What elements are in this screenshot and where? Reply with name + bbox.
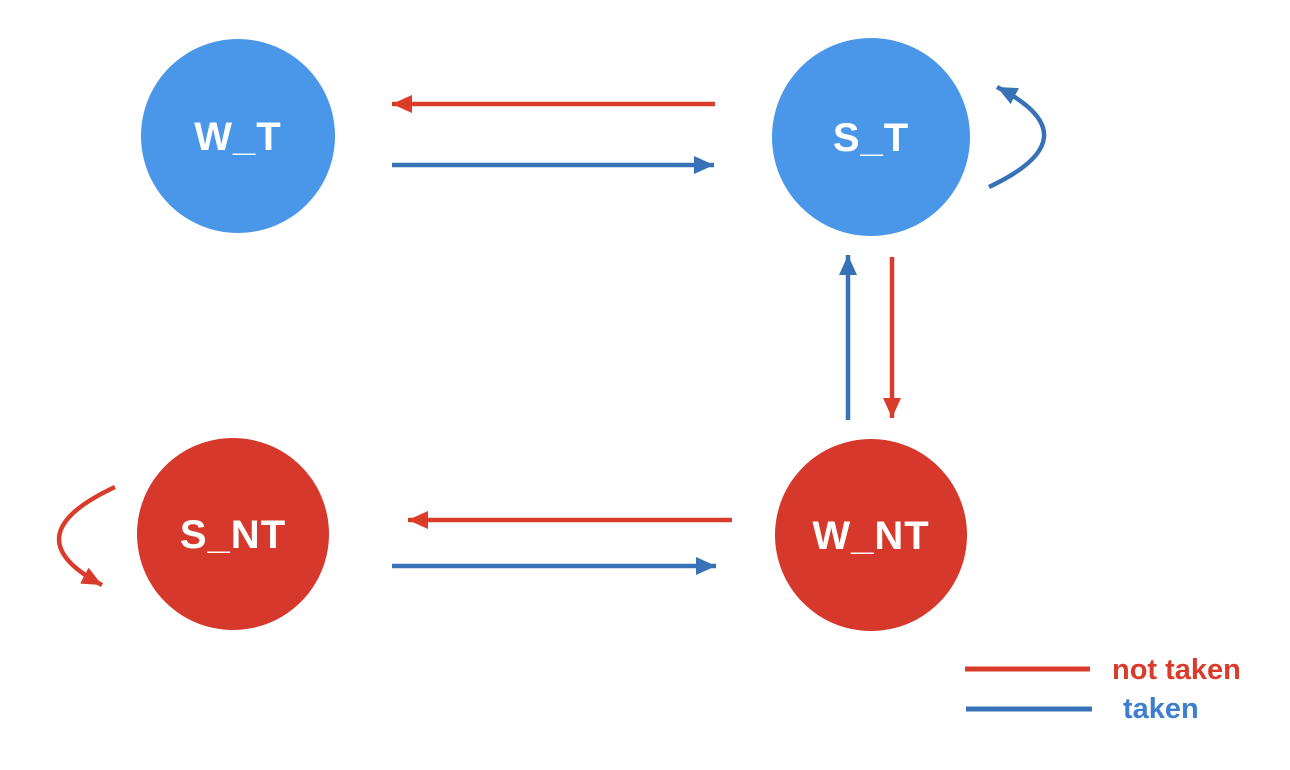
state-node-wt: W_T bbox=[141, 39, 335, 233]
state-circle-snt bbox=[137, 438, 329, 630]
state-node-snt: S_NT bbox=[137, 438, 329, 630]
edge-snt-self-loop-not-taken bbox=[57, 484, 116, 587]
state-label-snt: S_NT bbox=[180, 513, 286, 557]
state-label-wnt: W_NT bbox=[812, 514, 929, 558]
legend-not-taken-label: not taken bbox=[1112, 654, 1241, 686]
legend: not taken taken bbox=[965, 654, 1241, 725]
state-circle-wnt bbox=[775, 439, 967, 631]
legend-taken-label: taken bbox=[1123, 693, 1199, 725]
state-circle-st bbox=[772, 38, 970, 236]
state-label-wt: W_T bbox=[194, 115, 281, 159]
state-node-st: S_T bbox=[772, 38, 970, 236]
state-node-wnt: W_NT bbox=[775, 439, 967, 631]
edge-st-self-loop-taken bbox=[988, 84, 1047, 190]
state-circle-wt bbox=[141, 39, 335, 233]
state-label-st: S_T bbox=[833, 116, 909, 160]
